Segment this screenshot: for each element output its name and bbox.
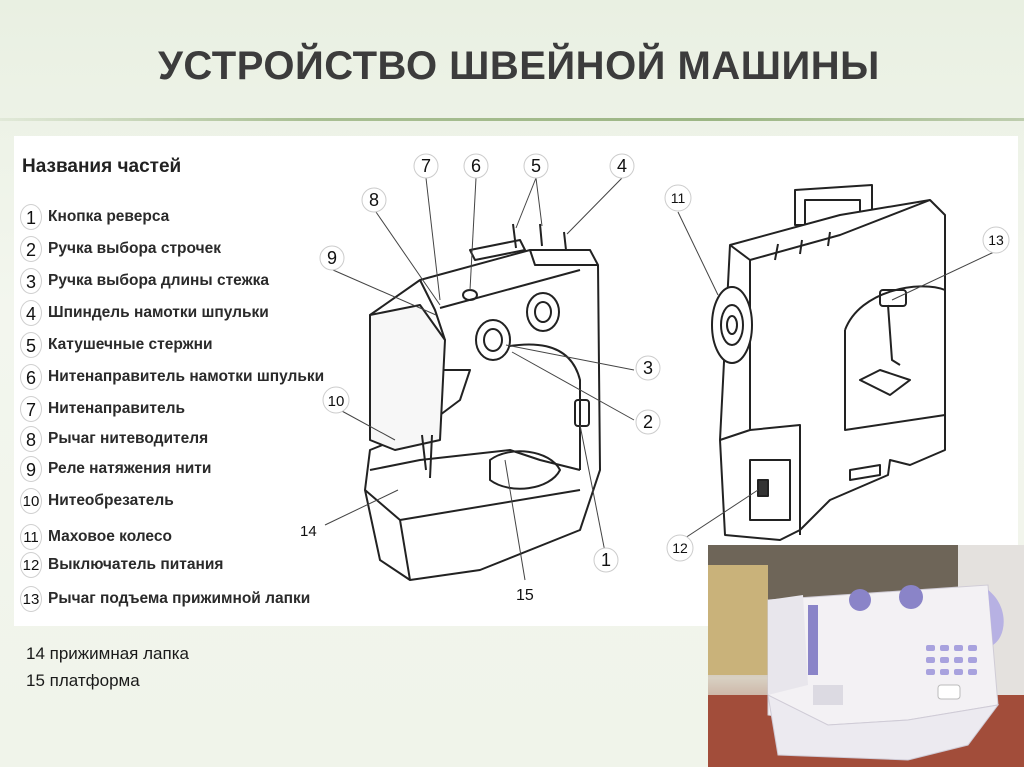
part-item: 13 Рычаг подъема прижимной лапки [16, 586, 316, 614]
part-number: 9 [20, 456, 42, 482]
callout-8: 8 [361, 187, 387, 213]
callout-13: 13 [982, 226, 1010, 254]
page-title: УСТРОЙСТВО ШВЕЙНОЙ МАШИНЫ [158, 44, 880, 88]
callout-number: 7 [421, 156, 431, 176]
part-item: 11 Маховое колесо [16, 524, 316, 552]
part-label: Кнопка реверса [48, 208, 170, 225]
part-label: Нитенаправитель намотки шпульки [48, 368, 325, 385]
part-item: 5 Катушечные стержни [16, 332, 316, 360]
callout-number: 1 [601, 550, 611, 570]
callout-12: 12 [666, 534, 694, 562]
part-item: 9 Реле натяжения нити [16, 456, 316, 484]
callout-1: 1 [593, 547, 619, 573]
callout-number: 3 [643, 358, 653, 378]
part-label: Ручка выбора строчек [48, 240, 221, 257]
callout-number: 13 [988, 232, 1004, 248]
part-label: Выключатель питания [48, 556, 224, 573]
part-item: 4 Шпиндель намотки шпульки [16, 300, 316, 328]
photo-illustration [708, 545, 1024, 767]
extra-notes: 14 прижимная лапка 15 платформа [26, 640, 189, 694]
callout-number: 8 [369, 190, 379, 210]
part-number: 8 [20, 426, 42, 452]
part-label: Ручка выбора длины стежка [48, 272, 269, 289]
callout-7: 7 [413, 153, 439, 179]
callout-number: 11 [671, 190, 686, 206]
machine-side-illustration [711, 184, 946, 541]
callout-3: 3 [635, 355, 661, 381]
part-number: 6 [20, 364, 42, 390]
leader-lines [324, 177, 995, 581]
part-label: Катушечные стержни [48, 336, 213, 353]
callout-11: 11 [664, 184, 692, 212]
callout-number: 2 [643, 412, 653, 432]
sewing-machine-diagram: 7 6 5 4 8 9 10 3 2 1 14 15 11 13 12 [300, 153, 1010, 604]
title-divider [0, 118, 1024, 121]
part-item: 3 Ручка выбора длины стежка [16, 268, 316, 296]
part-number: 5 [20, 332, 42, 358]
part-item: 1 Кнопка реверса [16, 204, 316, 232]
parts-heading: Названия частей [22, 156, 182, 177]
note-line: 15 платформа [26, 671, 140, 690]
machine-front-illustration [364, 223, 601, 581]
part-number: 3 [20, 268, 42, 294]
callout-10: 10 [322, 386, 350, 414]
callout-9: 9 [319, 245, 345, 271]
part-number: 4 [20, 300, 42, 326]
part-number: 12 [20, 552, 42, 578]
callout-number: 5 [531, 156, 541, 176]
callout-6: 6 [463, 153, 489, 179]
part-number: 10 [20, 488, 42, 514]
part-label: Маховое колесо [48, 528, 172, 545]
callout-2: 2 [635, 409, 661, 435]
callout-4: 4 [609, 153, 635, 179]
part-label: Реле натяжения нити [48, 460, 212, 477]
callout-number: 9 [327, 248, 337, 268]
part-item: 7 Нитенаправитель [16, 396, 316, 424]
callout-number: 10 [328, 393, 345, 410]
callout-5: 5 [523, 153, 549, 179]
callouts: 7 6 5 4 8 9 10 3 2 1 14 15 11 13 12 [300, 153, 1010, 604]
part-item: 10 Нитеобрезатель [16, 488, 316, 516]
part-item: 8 Рычаг нитеводителя [16, 426, 316, 454]
callout-number: 4 [617, 156, 627, 176]
part-label: Рычаг нитеводителя [48, 430, 209, 447]
part-label: Нитенаправитель [48, 400, 186, 417]
callout-15: 15 [516, 587, 534, 604]
callout-number: 12 [672, 540, 688, 556]
part-number: 7 [20, 396, 42, 422]
part-number: 2 [20, 236, 42, 262]
part-number: 1 [20, 204, 42, 230]
part-item: 6 Нитенаправитель намотки шпульки [16, 364, 324, 392]
part-item: 12 Выключатель питания [16, 552, 316, 580]
callout-number: 15 [516, 587, 534, 604]
part-number: 13 [20, 586, 42, 612]
part-label: Нитеобрезатель [48, 492, 174, 509]
part-item: 2 Ручка выбора строчек [16, 236, 316, 264]
part-label: Рычаг подъема прижимной лапки [48, 590, 311, 607]
callout-number: 6 [471, 156, 481, 176]
part-number: 11 [20, 524, 42, 550]
sewing-machine-photo [708, 545, 1024, 767]
part-label: Шпиндель намотки шпульки [48, 304, 269, 321]
callout-number: 14 [300, 523, 317, 540]
note-line: 14 прижимная лапка [26, 644, 189, 663]
callout-14: 14 [300, 523, 317, 540]
